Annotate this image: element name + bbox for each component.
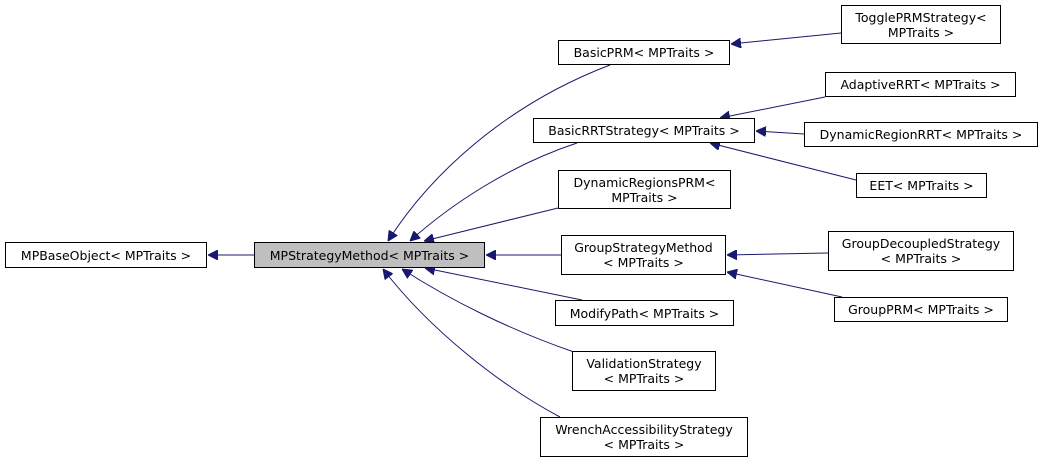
edge-groupdecoupledstrategy-to-groupstrategymethod	[727, 253, 829, 255]
edge-basicrrtstrategy-to-mpstrategymethod	[410, 142, 578, 241]
edge-modifypath-to-mpstrategymethod	[425, 268, 583, 301]
node-modifypath[interactable]: ModifyPath< MPTraits >	[555, 300, 734, 326]
edge-dynamicregionrrt-to-basicrrtstrategy	[756, 131, 805, 134]
node-dynamicregionsprm[interactable]: DynamicRegionsPRM< MPTraits >	[558, 170, 731, 209]
edge-eet-to-basicrrtstrategy	[710, 143, 857, 181]
edge-adaptiverrt-to-basicrrtstrategy	[720, 96, 826, 118]
node-groupdecoupledstrategy[interactable]: GroupDecoupledStrategy < MPTraits >	[828, 231, 1014, 271]
edge-validationstrategy-to-mpstrategymethod	[402, 269, 575, 353]
node-dynamicregionrrt[interactable]: DynamicRegionRRT< MPTraits >	[804, 122, 1038, 147]
edge-dynamicregionsprm-to-mpstrategymethod	[424, 207, 559, 241]
node-eet[interactable]: EET< MPTraits >	[856, 173, 987, 198]
node-basicrrtstrategy[interactable]: BasicRRTStrategy< MPTraits >	[533, 118, 755, 143]
edge-toggleprmstrategy-to-basicprm	[731, 32, 842, 44]
node-wrenchaccessibilitystrategy[interactable]: WrenchAccessibilityStrategy < MPTraits >	[540, 417, 748, 457]
edge-wrenchaccessibilitystrategy-to-mpstrategymethod	[383, 269, 561, 418]
edge-groupprm-to-groupstrategymethod	[727, 272, 843, 298]
node-toggleprmstrategy[interactable]: TogglePRMStrategy< MPTraits >	[841, 5, 1001, 44]
node-mpbaseobject[interactable]: MPBaseObject< MPTraits >	[5, 242, 207, 268]
node-basicprm[interactable]: BasicPRM< MPTraits >	[558, 40, 730, 65]
node-validationstrategy[interactable]: ValidationStrategy < MPTraits >	[572, 351, 716, 391]
edge-basicprm-to-mpstrategymethod	[388, 64, 611, 241]
node-adaptiverrt[interactable]: AdaptiveRRT< MPTraits >	[825, 72, 1016, 97]
node-mpstrategymethod[interactable]: MPStrategyMethod< MPTraits >	[254, 242, 485, 268]
node-groupprm[interactable]: GroupPRM< MPTraits >	[834, 297, 1008, 322]
node-groupstrategymethod[interactable]: GroupStrategyMethod < MPTraits >	[561, 235, 726, 275]
